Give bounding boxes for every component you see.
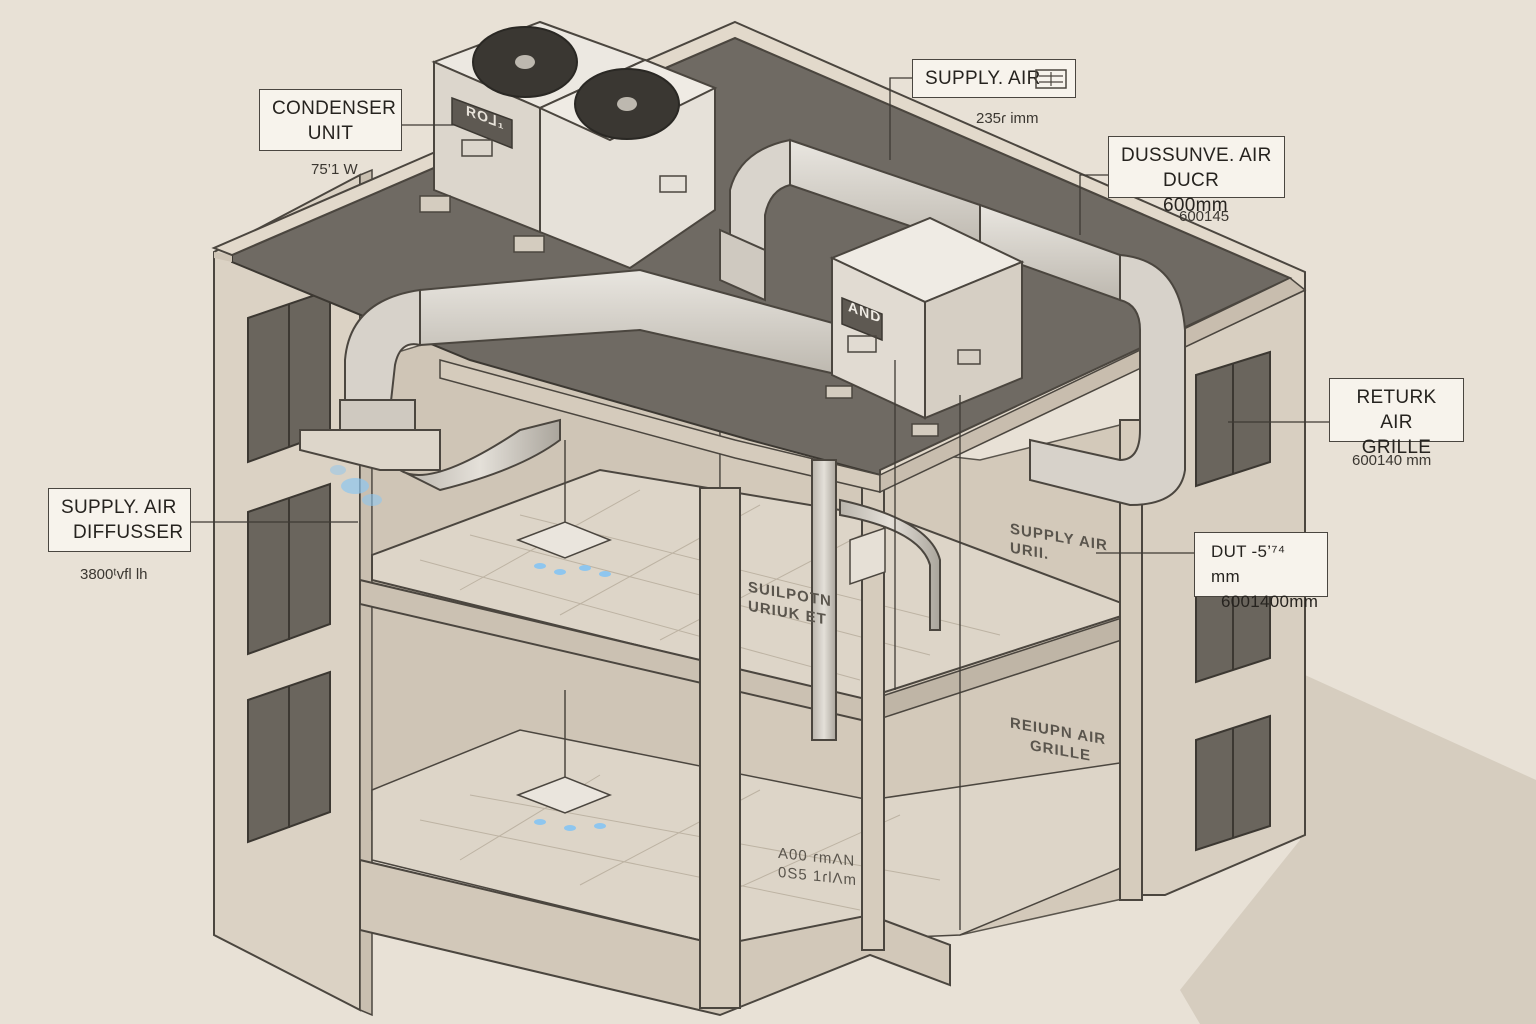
supply-air-top-dimension: 235ɾ imm (976, 110, 1039, 127)
air-handling-unit-illustration (825, 216, 1025, 437)
structural-columns (699, 419, 1143, 1009)
dut-label-line1: DUT -5’⁷⁴ mm (1211, 542, 1286, 586)
condenser-label-line1: CONDENSER (272, 98, 397, 119)
return-grille-dimension: 600140 mm (1352, 452, 1432, 469)
duct-callout: DUSSUNVE. AIR DUCR 600mm (1108, 136, 1285, 216)
duct-label-line1: DUSSUNVE. AIR (1121, 145, 1272, 166)
dut-label-line2: 6001400mm (1221, 592, 1319, 611)
condenser-unit-illustration (419, 20, 718, 295)
return-grille-callout: RETURK AIR GRILLE (1329, 378, 1464, 458)
duct-label-line2: DUCR 600mm (1163, 170, 1228, 216)
diffuser-label-line2: DIFFUSSER (73, 522, 184, 543)
diffuser-dimension: 3800ᵗvfl lh (80, 566, 148, 583)
dut-callout: DUT -5’⁷⁴ mm 6001400mm (1194, 532, 1328, 611)
supply-air-top-callout: SUPPLY. AIR (912, 59, 1076, 98)
ceiling-diffusers (515, 440, 886, 814)
diffuser-callout: SUPPLY. AIR DIFFUSSER (48, 488, 191, 552)
ground-shadow (1180, 675, 1536, 1024)
condenser-unit-callout: CONDENSER UNIT (259, 89, 402, 151)
supply-air-top-label: SUPPLY. AIR (925, 68, 1041, 89)
panel-icon (1035, 69, 1067, 89)
left-windows (247, 288, 331, 844)
return-grille-label-line1: RETURK AIR (1356, 387, 1437, 433)
condenser-label-line2: UNIT (307, 123, 354, 144)
condenser-dimension: 75’1 W (311, 161, 358, 178)
return-grille-label-line2: GRILLE (1361, 437, 1432, 458)
airflow-marks (330, 465, 611, 831)
diffuser-label-line1: SUPPLY. AIR (61, 497, 177, 518)
leader-lines (190, 77, 1330, 930)
duct-dimension: 600145 (1179, 208, 1230, 225)
